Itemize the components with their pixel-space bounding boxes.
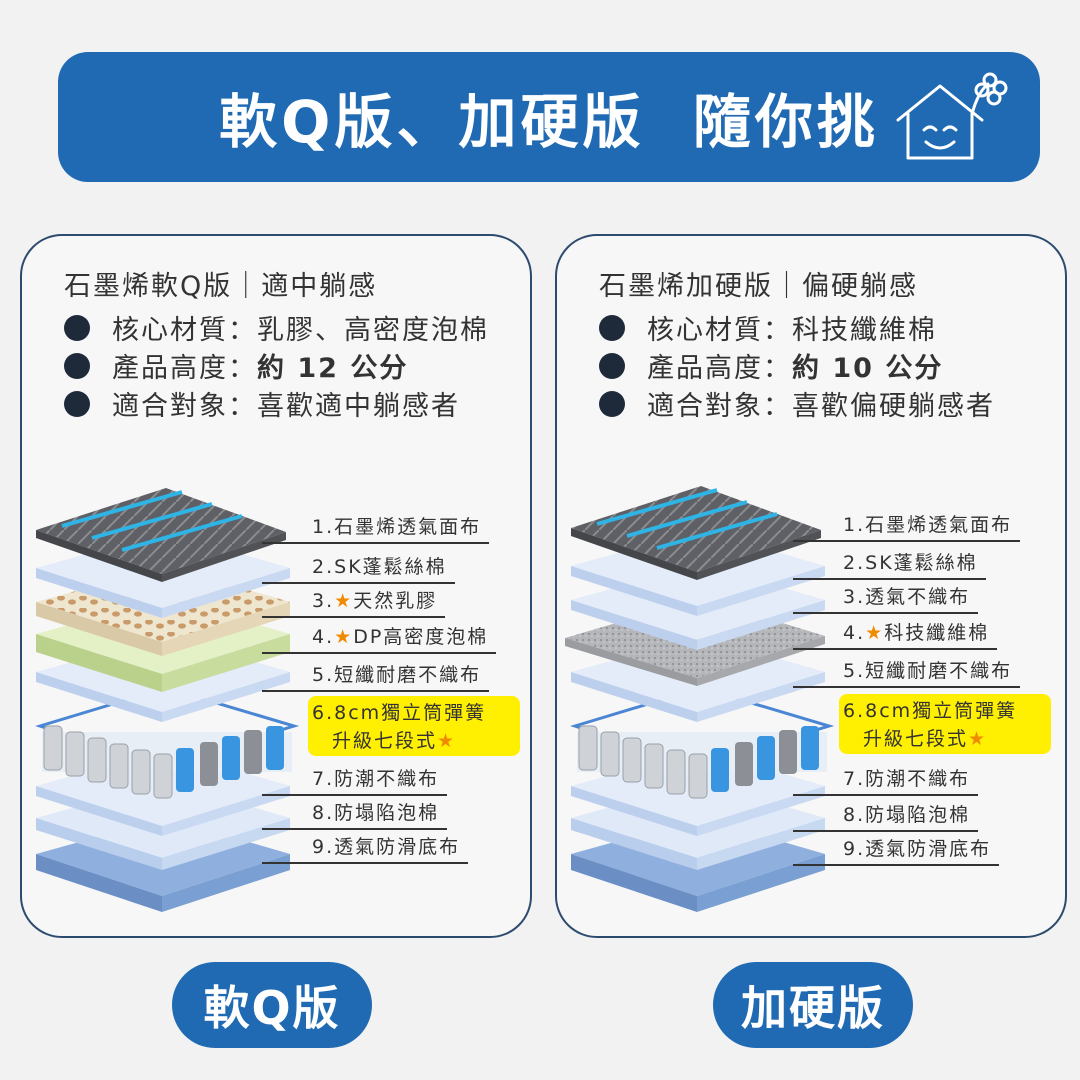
hard-layer-diagram xyxy=(565,486,835,912)
hard-layer-7-label: 7.防潮不織布 xyxy=(793,764,979,796)
hard-layer-5-label: 5.短纖耐磨不織布 xyxy=(793,656,1021,688)
soft-spec-material: 核心材質：乳膠、高密度泡棉 xyxy=(64,308,489,347)
bullet-icon xyxy=(599,390,625,417)
hard-spec-material: 核心材質：科技纖維棉 xyxy=(599,308,937,347)
layer-1-shape xyxy=(36,488,286,582)
hard-spec-height: 產品高度：約 10 公分 xyxy=(599,346,943,385)
soft-version-panel: 石墨烯軟Q版｜適中躺感 核心材質：乳膠、高密度泡棉 產品高度：約 12 公分 適… xyxy=(20,234,532,938)
soft-spec-height: 產品高度：約 12 公分 xyxy=(64,346,408,385)
hard-layer-6-sub-label: 升級七段式★ xyxy=(863,728,988,750)
soft-layer-diagram xyxy=(35,488,300,912)
layer-1-shape xyxy=(571,486,821,580)
hard-heading: 石墨烯加硬版｜偏硬躺感 xyxy=(599,271,918,302)
bullet-icon xyxy=(64,314,90,341)
soft-layer-7-label: 7.防潮不織布 xyxy=(262,764,448,796)
soft-layer-4-label: 4.★DP高密度泡棉 xyxy=(262,622,497,654)
soft-spec-target: 適合對象：喜歡適中躺感者 xyxy=(64,384,460,423)
bullet-icon xyxy=(64,390,90,417)
soft-layer-9-label: 9.透氣防滑底布 xyxy=(262,832,469,864)
hard-version-button[interactable]: 加硬版 xyxy=(713,962,913,1048)
soft-version-button[interactable]: 軟Q版 xyxy=(172,962,372,1048)
spring-unit-shape xyxy=(35,686,300,799)
soft-layer-3-label: 3.★天然乳膠 xyxy=(262,586,446,618)
hard-layer-9-label: 9.透氣防滑底布 xyxy=(793,834,1000,866)
title-banner: 軟Q版、加硬版 隨你挑 xyxy=(58,52,1040,182)
hard-layer-1-label: 1.石墨烯透氣面布 xyxy=(793,510,1021,542)
soft-layer-8-label: 8.防塌陷泡棉 xyxy=(262,798,448,830)
hard-layer-8-label: 8.防塌陷泡棉 xyxy=(793,800,979,832)
soft-layer-6-sub-label: 升級七段式★ xyxy=(332,730,457,752)
soft-layer-5-label: 5.短纖耐磨不織布 xyxy=(262,660,490,692)
house-flower-icon xyxy=(896,72,1008,160)
soft-layer-6-label: 6.8cm獨立筒彈簧 xyxy=(312,702,487,724)
hard-layer-3-label: 3.透氣不織布 xyxy=(793,582,979,614)
hard-layer-4-label: 4.★科技纖維棉 xyxy=(793,618,998,650)
highlight-box xyxy=(839,694,1051,754)
bullet-icon xyxy=(599,352,625,379)
hard-version-panel: 石墨烯加硬版｜偏硬躺感 核心材質：科技纖維棉 產品高度：約 10 公分 適合對象… xyxy=(555,234,1067,938)
banner-title: 軟Q版、加硬版 隨你挑 xyxy=(219,88,879,156)
soft-heading: 石墨烯軟Q版｜適中躺感 xyxy=(64,271,378,302)
hard-layer-2-label: 2.SK蓬鬆絲棉 xyxy=(793,548,986,580)
soft-layer-1-label: 1.石墨烯透氣面布 xyxy=(262,512,490,544)
soft-layer-2-label: 2.SK蓬鬆絲棉 xyxy=(262,552,455,584)
hard-layer-6-label: 6.8cm獨立筒彈簧 xyxy=(843,700,1018,722)
hard-spec-target: 適合對象：喜歡偏硬躺感者 xyxy=(599,384,995,423)
highlight-box xyxy=(308,696,520,756)
spring-unit-shape xyxy=(570,686,835,799)
bullet-icon xyxy=(64,352,90,379)
bullet-icon xyxy=(599,314,625,341)
